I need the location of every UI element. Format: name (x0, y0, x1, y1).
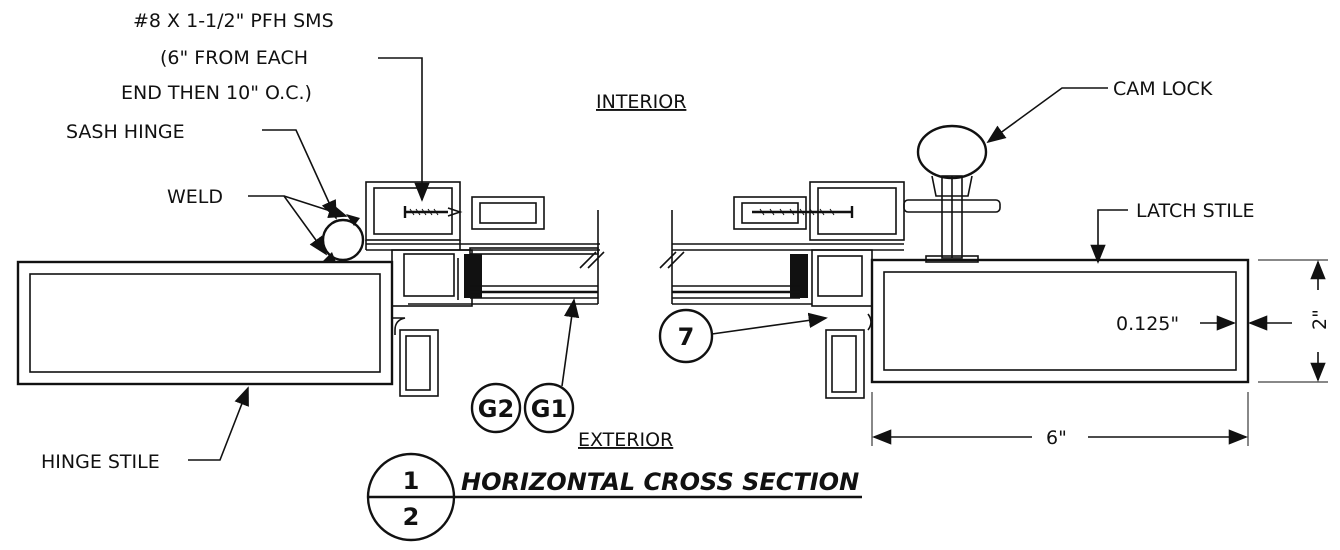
interior-label: INTERIOR (596, 91, 686, 113)
weld-marks (322, 214, 360, 262)
latch-stile-profile (870, 258, 1250, 384)
hinge-stile-label: HINGE STILE (41, 451, 160, 473)
sash-hinge-label: SASH HINGE (66, 121, 185, 143)
section-title-block: 1 2 HORIZONTAL CROSS SECTION (366, 452, 862, 542)
sash-hinge (321, 218, 365, 262)
screw-left (403, 206, 463, 218)
leader-hinge-stile (188, 386, 249, 461)
leader-screw (378, 57, 430, 202)
latch-frame-profile (811, 249, 873, 399)
screw-label-line1: #8 X 1-1/2" PFH SMS (133, 10, 334, 32)
leader-cam-lock (986, 87, 1108, 144)
detail-callout-7-text: 7 (678, 323, 695, 351)
screw-right (752, 206, 854, 218)
leader-latch-stile (1090, 209, 1128, 264)
glazing-unit-right (659, 210, 812, 305)
glass-callout-g2: G2 (470, 382, 522, 434)
wall-thickness-label: 0.125" (1116, 313, 1179, 335)
latch-mullion-profile (672, 181, 905, 251)
hinge-stile-profile (16, 260, 394, 386)
glass-callout-g2-text: G2 (478, 395, 514, 423)
cam-lock-label: CAM LOCK (1113, 78, 1213, 100)
width-dimension-label: 6" (1046, 427, 1067, 449)
glass-callout-g1-text: G1 (531, 395, 567, 423)
screw-label-line2: (6" FROM EACH (160, 47, 308, 69)
hinge-frame-profile (391, 249, 473, 397)
dimension-width (871, 392, 1249, 446)
section-title: HORIZONTAL CROSS SECTION (461, 468, 859, 496)
section-number: 1 (403, 467, 420, 495)
exterior-label: EXTERIOR (578, 429, 673, 451)
latch-stile-label: LATCH STILE (1136, 200, 1255, 222)
glass-callout-g1: G1 (523, 382, 575, 434)
leader-detail-7 (711, 312, 828, 335)
sheet-number: 2 (403, 503, 420, 531)
weld-label: WELD (167, 186, 223, 208)
dimension-height (1258, 259, 1328, 383)
height-dimension-label: 2" (1309, 309, 1331, 330)
cam-lock (903, 124, 1001, 263)
glazing-unit-left (408, 210, 605, 305)
screw-label-line3: END THEN 10" O.C.) (121, 82, 312, 104)
glass-stop-left (471, 196, 545, 230)
detail-callout-7: 7 (658, 308, 714, 364)
glass-stop-right (733, 196, 807, 230)
leader-sash-hinge (262, 129, 337, 220)
leader-weld (248, 195, 348, 256)
hinge-mullion-profile (365, 181, 600, 251)
leader-glass (561, 298, 580, 387)
